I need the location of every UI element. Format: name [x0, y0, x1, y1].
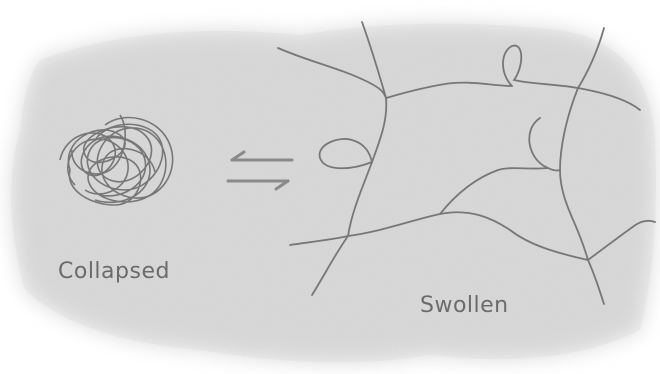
- collapsed-label: Collapsed: [58, 259, 170, 284]
- swollen-label: Swollen: [420, 293, 509, 318]
